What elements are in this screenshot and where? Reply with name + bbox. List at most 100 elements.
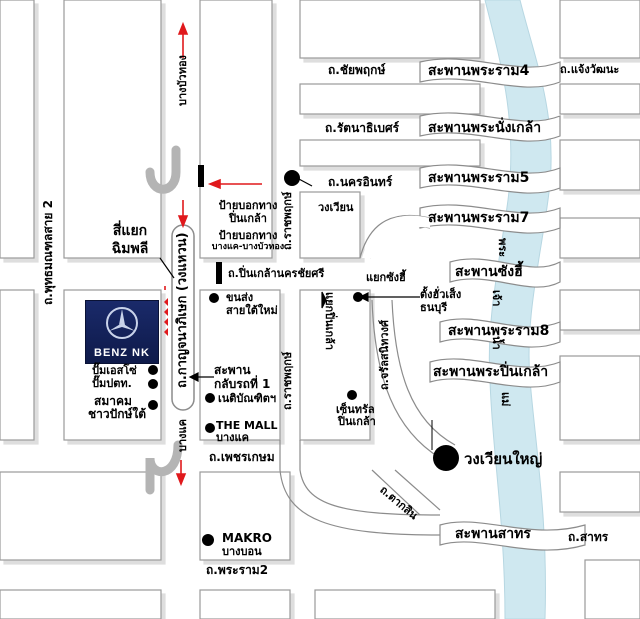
block <box>559 289 640 331</box>
bridge-label-pinklao: สะพานพระปิ่นเกล้า <box>433 364 549 380</box>
sign-bar-mid <box>216 262 222 284</box>
arrow-down-2 <box>175 473 187 487</box>
bridge-label-rama8: สะพานพระราม8 <box>448 323 550 339</box>
block <box>199 0 273 259</box>
bridge-band <box>419 112 561 142</box>
river-label-mae: แม่ <box>499 392 512 407</box>
u-turn-sign-top <box>145 145 181 194</box>
place-si-yaek-chimphli-2: ฉิมพลี <box>111 241 149 257</box>
road-label-rattanathibet: ถ.รัตนาธิเบศร์ <box>325 121 400 135</box>
place-ptt-station: ปั๊มปตท. <box>92 377 132 390</box>
place-u-turn-bridge-1: สะพาน <box>214 363 251 377</box>
road-label-chaiyaphruek: ถ.ชัยพฤกษ์ <box>328 63 386 77</box>
block <box>559 139 640 191</box>
block <box>314 589 496 619</box>
marker-netibandit <box>205 393 215 403</box>
place-the-mall-1: THE MALL <box>216 419 278 432</box>
place-sign-pinklao-1: ป้ายบอกทาง <box>218 199 278 212</box>
marker-ptt <box>148 379 158 389</box>
marker-southern-bus <box>209 293 219 303</box>
road-label-chongsi-junction: แยกซังฮี้ <box>366 271 406 284</box>
road-label-phetkasem: ถ.เพชรเกษม <box>209 450 275 464</box>
block <box>0 0 35 259</box>
place-sign-bangkhae-1: ป้ายบอกทาง <box>218 229 278 242</box>
turn-signs <box>145 145 183 495</box>
place-netibandit: เนติบัณฑิตฯ <box>218 392 277 405</box>
u-turn-sign-bottom <box>145 440 183 495</box>
place-the-mall-2: บางแค <box>216 431 249 444</box>
place-circle: วงเวียน <box>318 201 354 214</box>
place-southern-bus-1: ขนส่ง <box>226 291 254 304</box>
ratchaphruek-diagonal <box>279 440 441 536</box>
block <box>0 289 35 441</box>
place-association-2: ชาวปักษ์ใต้ <box>88 407 147 421</box>
sign-bar-top <box>198 165 204 187</box>
road-label-nakhon-in: ถ.นครอินทร์ <box>328 175 393 189</box>
bridge-band <box>449 258 561 288</box>
place-southern-bus-2: สายใต้ใหม่ <box>226 304 278 317</box>
place-wongwian-yai: วงเวียนใหญ่ <box>464 450 543 468</box>
bridge-label-rama5: สะพานพระราม5 <box>428 170 530 186</box>
bridge-band <box>419 164 561 194</box>
logo-brand-text: BENZ NK <box>94 347 150 359</box>
bridge-label-rama4: สะพานพระราม4 <box>428 63 530 79</box>
river-label-chao: เจ้า <box>490 290 503 307</box>
block <box>199 471 291 561</box>
bridge-label-nonthaburi: สะพานพระนั่งเกล้า <box>428 120 542 136</box>
charan-diagonal <box>371 299 456 459</box>
road-label-charansanitwong: ถ.จรัลสนิทวงศ์ <box>378 320 391 390</box>
place-sign-bangkhae-2: บางแค-บางบัวทอง <box>211 242 285 252</box>
place-shell-station: ปั๊มเอสโซ่ <box>92 364 137 377</box>
block <box>299 139 481 167</box>
road-label-pinklao-junction: แยกปิ่นเกล้า <box>323 292 336 351</box>
marker-makro <box>202 534 214 546</box>
bridges <box>419 58 586 551</box>
direction-bang-bua-thong: บางบัวทอง <box>176 55 189 106</box>
benz-star-icon <box>106 307 138 339</box>
location-markers <box>148 170 459 546</box>
road-label-phutthamonthon-2: ถ.พุทธมณฑลสาย 2 <box>41 200 55 305</box>
bridge-band <box>419 204 561 234</box>
river-label-nam: น้ำ <box>490 336 503 350</box>
road-label-rama2: ถ.พระราม2 <box>206 563 269 577</box>
block <box>63 0 162 259</box>
red-ticks <box>164 298 168 336</box>
block <box>299 289 371 441</box>
block <box>559 0 640 59</box>
direction-arrows <box>164 21 262 487</box>
block <box>299 0 481 59</box>
block <box>0 471 162 561</box>
block <box>199 289 281 441</box>
chao-phraya-river <box>484 0 552 619</box>
marker-wongwian-yai <box>433 445 459 471</box>
curved-road-fill <box>362 215 430 258</box>
place-ang-sila-2: ธนบุรี <box>420 301 448 314</box>
road-label-sathorn: ถ.สาทร <box>568 530 609 544</box>
place-makro-2: บางบอน <box>222 545 262 558</box>
road-label-ratchaphruek-mid: ถ.ราชพฤกษ์ <box>281 351 294 410</box>
block <box>559 83 640 115</box>
road-label-kanchanaphisek: ถ.กาญจนาภิเษก (วงแหวน) <box>175 232 190 388</box>
block <box>559 217 640 259</box>
marker-the-mall <box>205 423 215 433</box>
road-label-chaengwattana: ถ.แจ้งวัฒนะ <box>560 63 620 76</box>
place-si-yaek-chimphli-1: สี่แยก <box>112 223 148 239</box>
place-makro-1: MAKRO <box>222 531 272 545</box>
bridge-label-sathorn: สะพานสาทร <box>455 526 531 542</box>
benz-nk-logo[interactable]: BENZ NK <box>85 300 159 364</box>
bridge-band <box>439 318 561 348</box>
arrow-down <box>177 215 189 229</box>
arrow-up <box>177 21 189 35</box>
block <box>0 589 162 619</box>
block <box>559 355 640 441</box>
marker-circle <box>284 170 300 186</box>
taksin-diagonal <box>371 469 441 516</box>
place-ang-sila-1: ตั้งฮั่วเส็ง <box>420 288 462 301</box>
marker-shell <box>148 365 158 375</box>
bridge-band <box>419 58 561 88</box>
bridge-label-rama7: สะพานพระราม7 <box>428 210 530 226</box>
bridge-band <box>429 358 561 388</box>
